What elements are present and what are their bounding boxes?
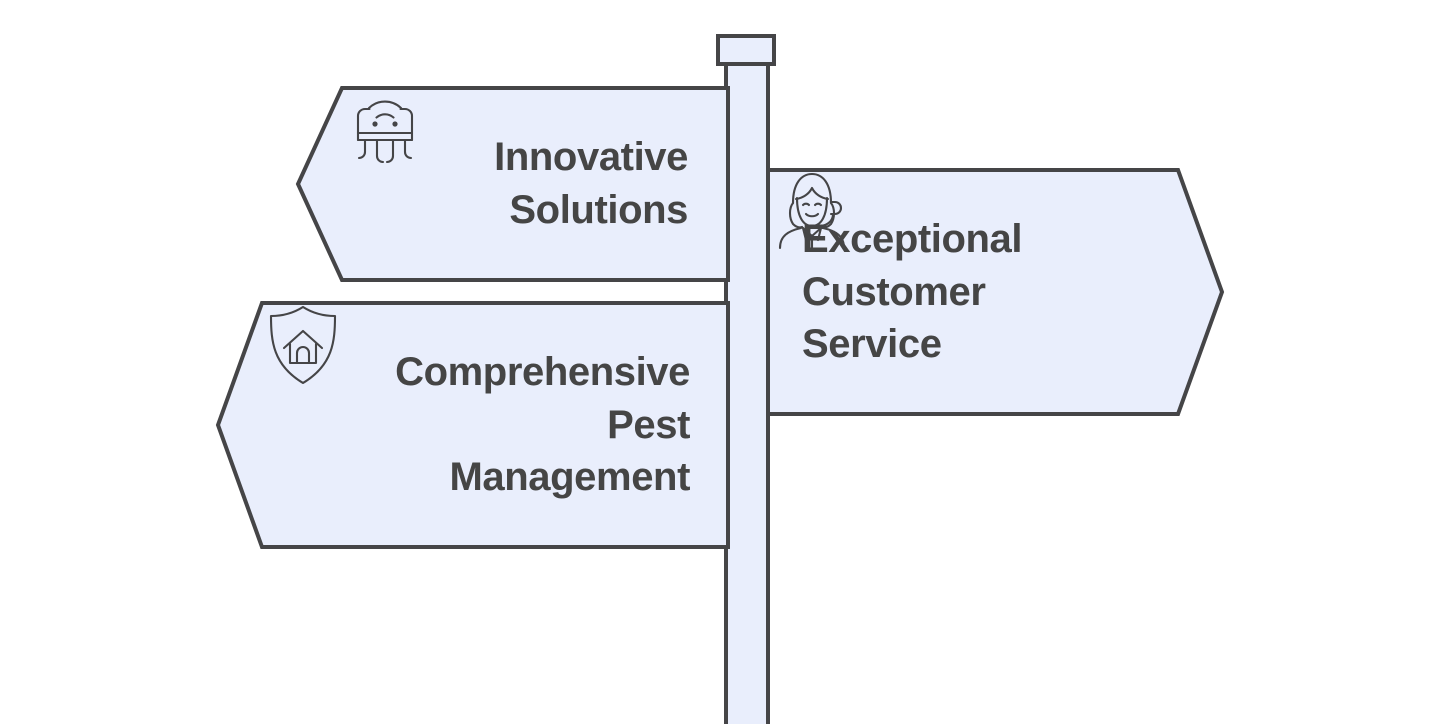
sign-arrow-shape-left [215,301,730,549]
sign-comprehensive-pest-management-label: Comprehensive Pest Management [395,349,690,500]
sign-innovative-solutions[interactable]: Innovative Solutions [295,86,730,282]
sign-arrow-shape-left [295,86,730,282]
sign-arrow-shape-right [766,168,1225,416]
signpost-cap [716,34,776,66]
sign-comprehensive-pest-management[interactable]: Comprehensive Pest Management [215,301,730,549]
sign-exceptional-customer-service[interactable]: Exceptional Customer Service [766,168,1225,416]
sign-exceptional-customer-service-label: Exceptional Customer Service [802,216,1023,367]
signpost-column [724,60,770,724]
sign-innovative-solutions-label: Innovative Solutions [494,135,688,232]
